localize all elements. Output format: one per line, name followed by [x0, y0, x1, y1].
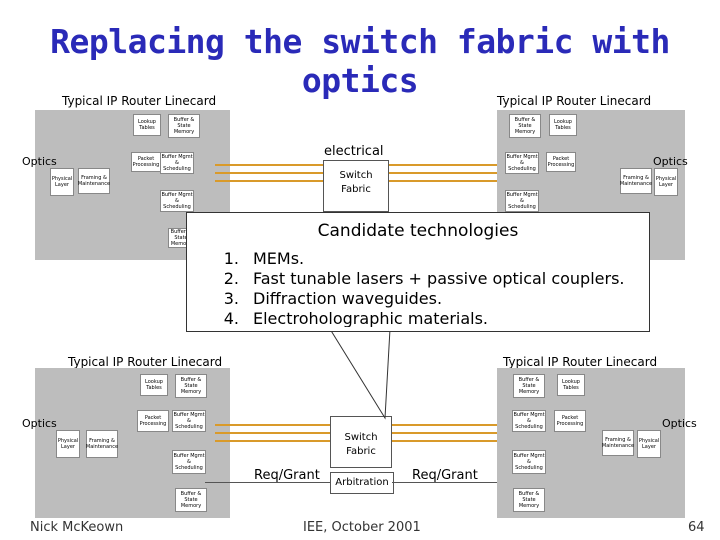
fiber-line [215, 432, 330, 434]
list-item: 4.Electroholographic materials. [223, 309, 489, 328]
linecard-title-bottom-right: Typical IP Router Linecard [503, 355, 658, 369]
fiber-line [392, 432, 507, 434]
fiber-line [215, 164, 323, 166]
electrical-label: electrical [324, 144, 384, 159]
req-grant-right: Req/Grant [412, 468, 478, 483]
buffer-mgmt: Buffer Mgmt & Scheduling [160, 152, 194, 174]
footer-author: Nick McKeown [30, 520, 124, 535]
physical-layer: Physical Layer [654, 168, 678, 196]
buffer-mgmt-2: Buffer Mgmt & Scheduling [505, 190, 539, 212]
lookup-tables: Lookup Tables [557, 374, 585, 396]
optics-label-bottom-right: Optics [662, 417, 697, 430]
buffer-mgmt: Buffer Mgmt & Scheduling [172, 410, 206, 432]
page-number: 64 [688, 520, 705, 535]
linecard-title-bottom-left: Typical IP Router Linecard [68, 355, 223, 369]
fiber-line [215, 172, 323, 174]
arbitration-box: Arbitration [330, 472, 394, 494]
fiber-line [389, 180, 497, 182]
linecard-title-top-right: Typical IP Router Linecard [497, 94, 652, 108]
lookup-tables: Lookup Tables [140, 374, 168, 396]
buffer-mgmt: Buffer Mgmt & Scheduling [512, 410, 546, 432]
candidate-technologies-callout: Candidate technologies 1.MEMs. 2.Fast tu… [186, 212, 650, 332]
footer-event: IEE, October 2001 [303, 520, 421, 535]
fiber-line [215, 424, 330, 426]
optics-label-top-left: Optics [22, 155, 57, 168]
switch-fabric-top: Switch Fabric [323, 160, 389, 212]
fiber-line [215, 180, 323, 182]
fiber-line [389, 164, 497, 166]
req-grant-line [205, 482, 330, 483]
packet-processing: Packet Processing [546, 152, 576, 172]
lookup-tables: Lookup Tables [133, 114, 161, 136]
callout-title: Candidate technologies [317, 221, 519, 241]
framing-maintenance: Framing & Maintenance [86, 430, 118, 458]
optics-label-bottom-left: Optics [22, 417, 57, 430]
buffer-memory: Buffer & State Memory [168, 114, 200, 138]
buffer-memory: Buffer & State Memory [509, 114, 541, 138]
linecard-title-top-left: Typical IP Router Linecard [62, 94, 217, 108]
fiber-line [392, 440, 507, 442]
slide-title: Replacing the switch fabric with optics [50, 22, 670, 100]
buffer-mgmt: Buffer Mgmt & Scheduling [505, 152, 539, 174]
framing-maintenance: Framing & Maintenance [620, 168, 652, 194]
list-item: 1.MEMs. [223, 249, 305, 268]
packet-processing: Packet Processing [137, 410, 169, 432]
physical-layer: Physical Layer [56, 430, 80, 458]
buffer-memory-2: Buffer & State Memory [175, 488, 207, 512]
buffer-memory: Buffer & State Memory [175, 374, 207, 398]
framing-maintenance: Framing & Maintenance [78, 168, 110, 194]
callout-list: 1.MEMs. 2.Fast tunable lasers + passive … [199, 249, 625, 329]
optics-label-top-right: Optics [653, 155, 688, 168]
buffer-mgmt-2: Buffer Mgmt & Scheduling [160, 190, 194, 212]
fiber-line [389, 172, 497, 174]
list-item: 3.Diffraction waveguides. [223, 289, 443, 308]
list-item: 2.Fast tunable lasers + passive optical … [223, 269, 625, 288]
req-grant-left: Req/Grant [254, 468, 320, 483]
switch-fabric-bottom: Switch Fabric [330, 416, 392, 468]
fiber-line [392, 424, 507, 426]
buffer-mgmt-2: Buffer Mgmt & Scheduling [512, 450, 546, 474]
buffer-memory: Buffer & State Memory [513, 374, 545, 398]
packet-processing: Packet Processing [131, 152, 161, 172]
packet-processing: Packet Processing [554, 410, 586, 432]
req-grant-line [392, 482, 512, 483]
buffer-memory-2: Buffer & State Memory [513, 488, 545, 512]
buffer-mgmt-2: Buffer Mgmt & Scheduling [172, 450, 206, 474]
framing-maintenance: Framing & Maintenance [602, 430, 634, 456]
physical-layer: Physical Layer [50, 168, 74, 196]
fiber-line [215, 440, 330, 442]
physical-layer: Physical Layer [637, 430, 661, 458]
lookup-tables: Lookup Tables [549, 114, 577, 136]
